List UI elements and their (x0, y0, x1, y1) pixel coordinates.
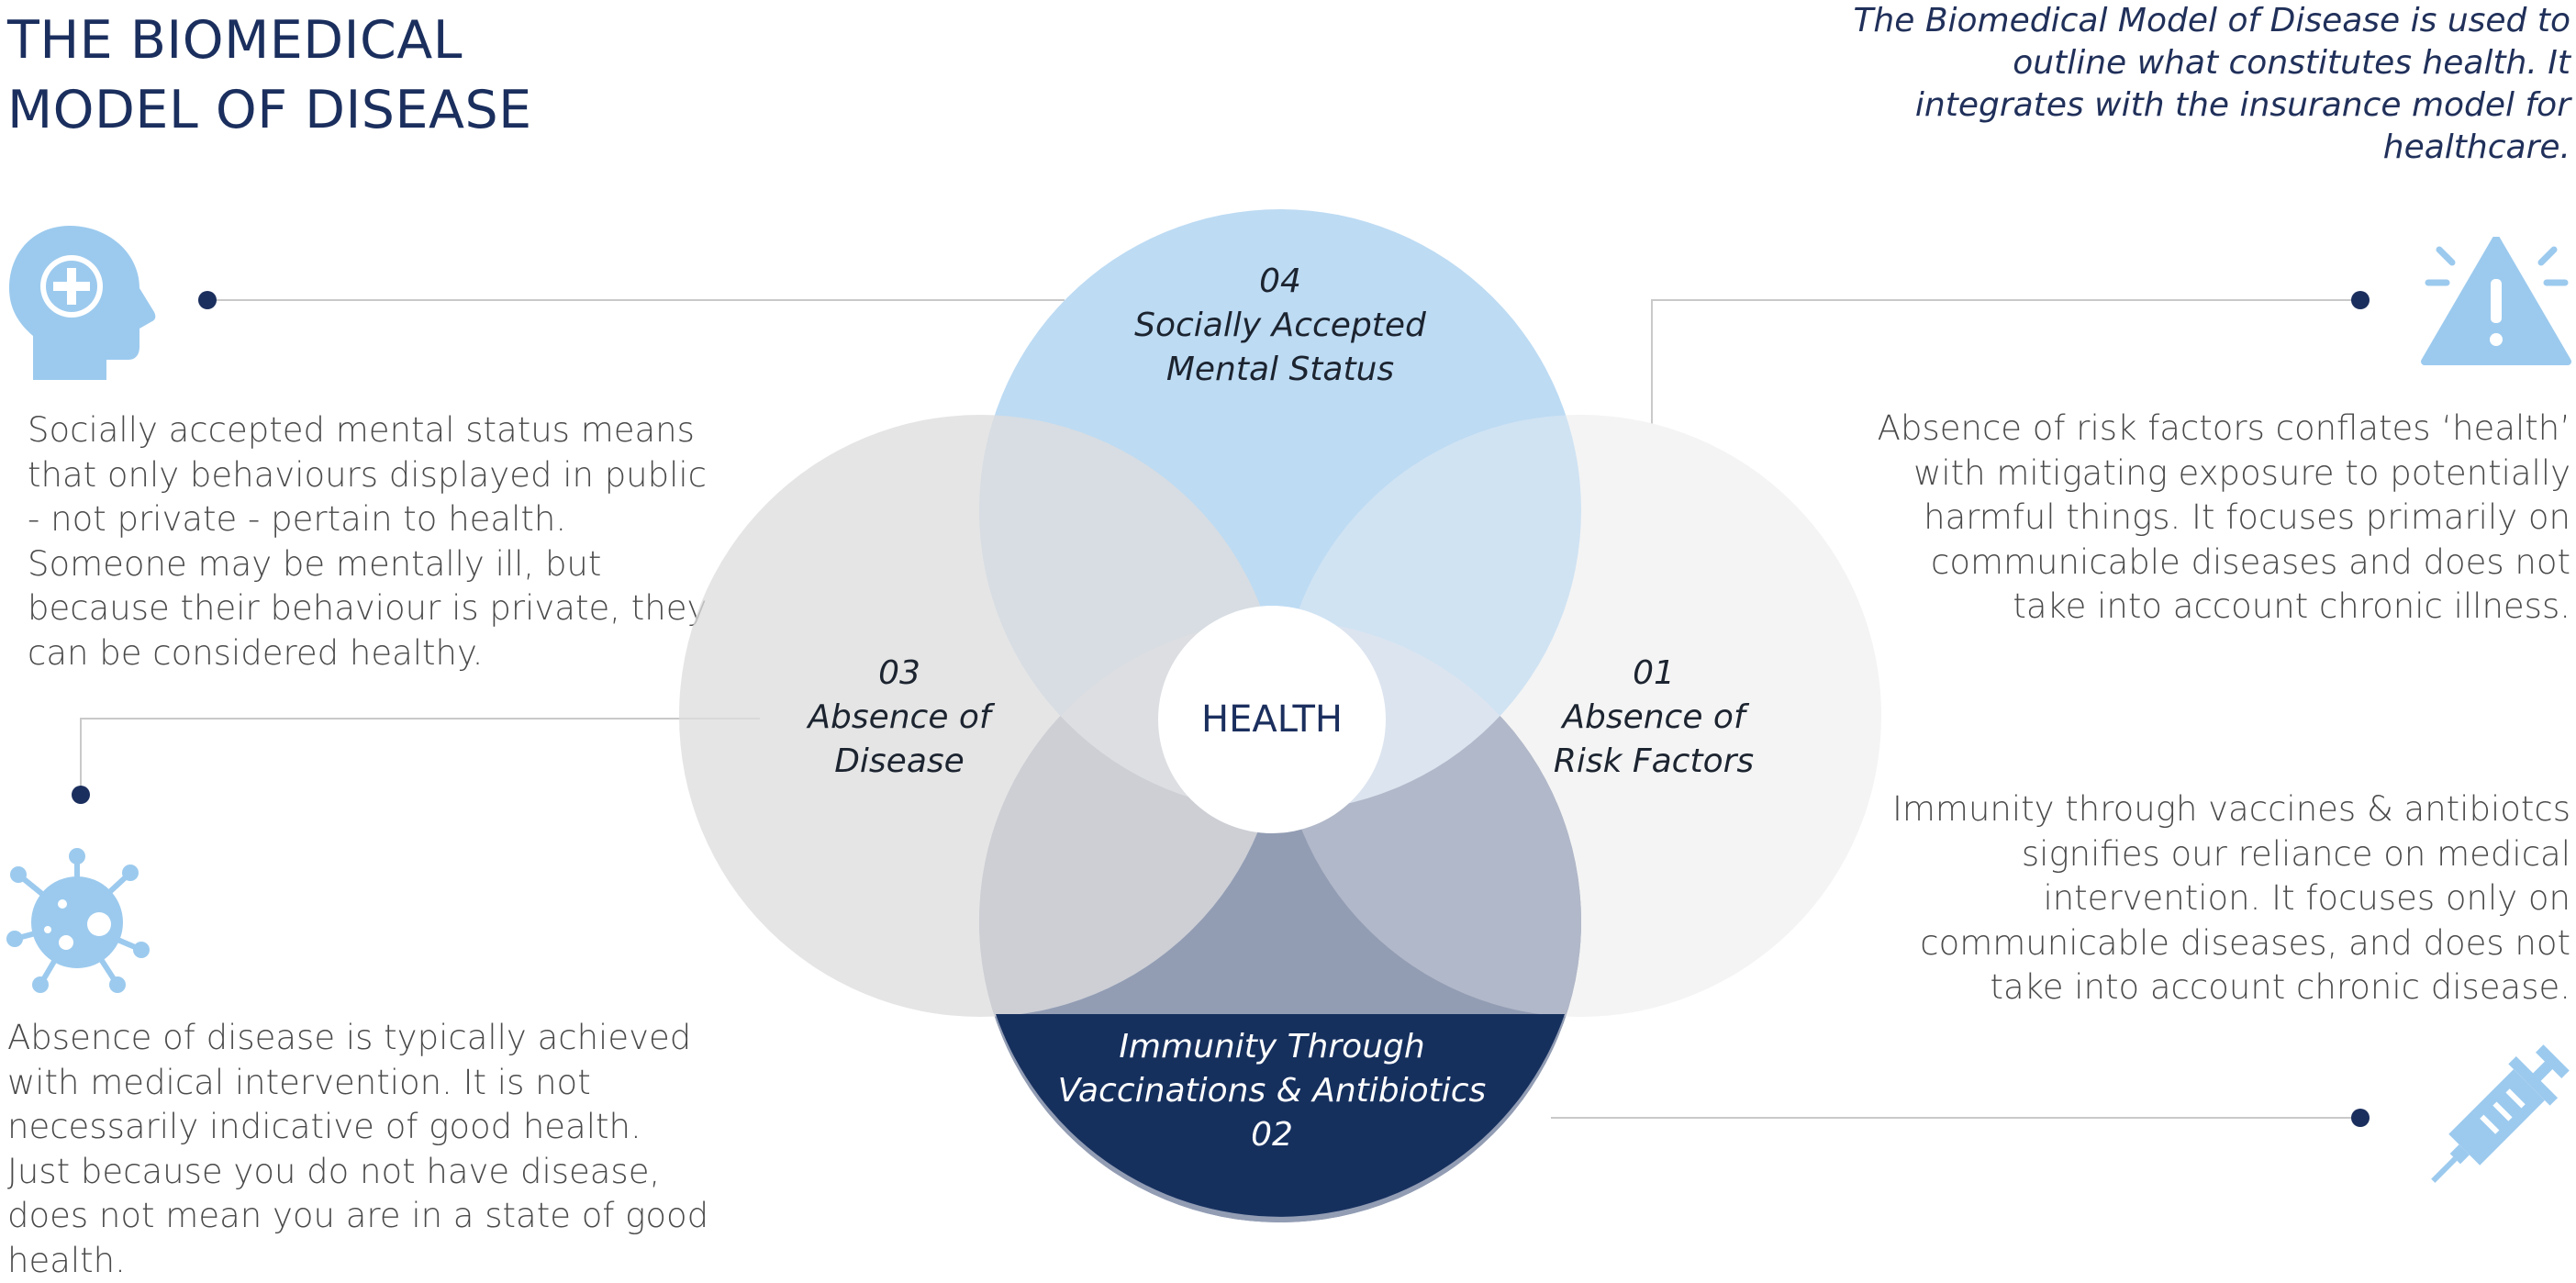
mental-status-description: Socially accepted mental status means th… (28, 410, 708, 673)
health-label: HEALTH (1201, 698, 1343, 741)
set-03-number: 03 (878, 654, 920, 692)
head-plus-icon (9, 226, 156, 380)
connector-dot-immunity (2351, 1109, 2370, 1127)
circle-disease (679, 415, 1281, 1017)
connector-lines (80, 299, 2360, 1119)
connector-disease (80, 718, 760, 795)
set-01-label-2: Risk Factors (1554, 742, 1754, 780)
warning-icon (2421, 237, 2571, 365)
set-03-label-2: Disease (834, 742, 965, 780)
set-03-label-1: Absence of (806, 698, 996, 736)
health-center (1158, 606, 1386, 833)
virus-icon (6, 848, 150, 993)
connector-dot-risk-factors (2351, 291, 2370, 309)
connector-risk-factors (1651, 299, 2360, 463)
set-02-number: 02 (1251, 1116, 1293, 1154)
set-04-label-1: Socially Accepted (1134, 307, 1427, 344)
set-04-number: 04 (1259, 262, 1301, 300)
set-02-label-1: Immunity Through (1119, 1028, 1424, 1065)
syringe-icon (2431, 1044, 2570, 1183)
set-04-label-2: Mental Status (1166, 351, 1394, 388)
intro-text: The Biomedical Model of Disease is used … (1853, 2, 2570, 166)
page-title: THE BIOMEDICAL MODEL OF DISEASE (7, 10, 532, 140)
set-02-label-2: Vaccinations & Antibiotics (1058, 1072, 1487, 1110)
risk-factors-description: Absence of risk factors conflates ‘healt… (1877, 408, 2570, 626)
connector-dot-mental-status (198, 291, 217, 309)
connector-dot-disease (72, 786, 90, 804)
immunity-base (996, 1014, 1565, 1217)
set-01-number: 01 (1633, 654, 1675, 692)
immunity-description: Immunity through vaccines & antibiotcs s… (1891, 789, 2570, 1007)
venn-diagram: 04 Socially Accepted Mental Status 03 Ab… (72, 209, 2370, 1222)
set-01-label-1: Absence of (1560, 698, 1750, 736)
